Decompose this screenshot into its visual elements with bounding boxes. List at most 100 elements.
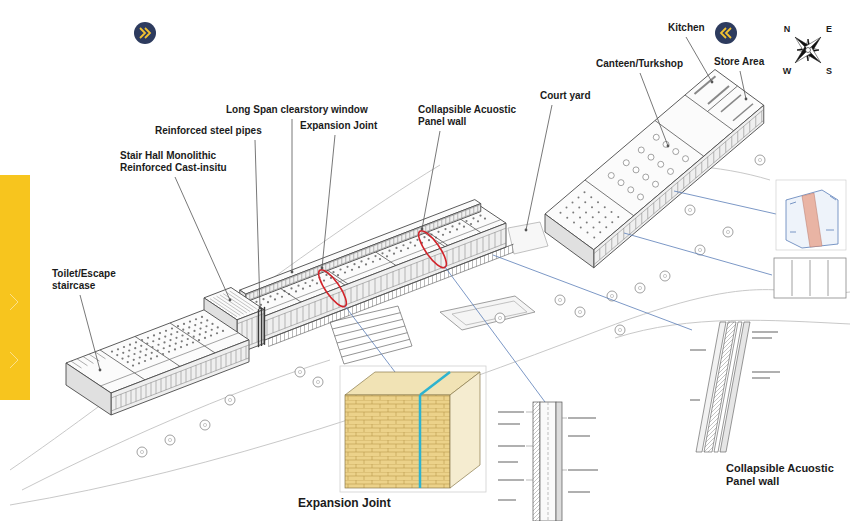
railing: [288, 331, 289, 339]
desk: [605, 216, 607, 218]
railing: [384, 294, 385, 302]
expansion-joint-detail: [420, 372, 450, 488]
partition-wall: [708, 86, 738, 112]
canteen-window: [647, 208, 648, 219]
desk: [585, 211, 587, 213]
desk: [572, 202, 574, 204]
block-window: [186, 369, 187, 382]
wall-section-detail: [526, 412, 567, 480]
wing-window: [429, 258, 430, 273]
wing-window: [285, 313, 286, 328]
desk: [186, 344, 188, 346]
desk: [158, 338, 160, 340]
railing: [364, 302, 365, 310]
wall-panel-detail: [790, 196, 836, 232]
detail-leader: [624, 233, 772, 275]
stair-tread: [220, 295, 247, 313]
nav-icon: [134, 22, 156, 44]
block-window: [146, 385, 147, 398]
tree: [228, 398, 231, 401]
clerestory-window: [393, 238, 394, 244]
railing: [268, 338, 269, 346]
stair-tread: [227, 292, 254, 310]
callout-label: Court yard: [540, 90, 591, 102]
desk: [416, 239, 418, 241]
railing: [436, 274, 437, 282]
toilet-cubicle: [89, 354, 100, 361]
desk: [116, 354, 118, 356]
wing-window: [273, 318, 274, 333]
clerestory-window: [473, 207, 474, 213]
railing: [448, 269, 449, 277]
desk: [409, 241, 411, 243]
tree: [316, 380, 319, 383]
railing: [484, 255, 485, 263]
courtyard: [508, 222, 548, 254]
wing-window: [267, 320, 268, 335]
desk: [597, 201, 599, 203]
dining-table: [633, 167, 639, 173]
partition-wall: [685, 95, 734, 131]
store-shelf: [721, 95, 741, 112]
desk: [156, 355, 158, 357]
railing: [372, 298, 373, 306]
tree: [688, 208, 691, 211]
railing: [472, 260, 473, 268]
desk: [458, 223, 460, 225]
railing: [512, 245, 513, 253]
block-window: [246, 346, 247, 359]
desk: [176, 331, 178, 333]
desk: [193, 330, 195, 332]
wing-window: [291, 311, 292, 326]
desk: [187, 338, 189, 340]
callout-label: Collapsible Acuostic Panel wall: [418, 104, 538, 128]
desk: [444, 228, 446, 230]
desk: [183, 323, 185, 325]
desk: [386, 255, 388, 257]
canteen-window: [599, 249, 600, 260]
leader-line: [322, 135, 335, 268]
toilet-cubicle: [83, 356, 94, 363]
desk: [611, 221, 613, 223]
desk: [599, 221, 601, 223]
site-outline: [10, 290, 850, 505]
railing: [380, 295, 381, 303]
desk: [311, 279, 313, 281]
canteen-window: [653, 203, 654, 214]
desk: [189, 320, 191, 322]
desk: [274, 298, 276, 300]
desk: [393, 253, 395, 255]
desk: [295, 290, 297, 292]
clerestory-window: [309, 270, 310, 276]
clerestory-window: [289, 278, 290, 284]
wing-window: [381, 276, 382, 291]
clerestory-window: [365, 249, 366, 255]
clerestory-window: [445, 218, 446, 224]
desk: [165, 330, 167, 332]
wing-window: [489, 235, 490, 250]
wall-section-detail: [498, 412, 598, 500]
railing: [340, 311, 341, 319]
toilet-cubicle: [71, 361, 82, 368]
desk: [201, 316, 203, 318]
callout-label: Expansion Joint: [298, 496, 391, 510]
nav-icon: [140, 28, 150, 38]
dining-table: [648, 154, 654, 160]
side-bar: [0, 175, 30, 400]
site-outline: [10, 165, 850, 505]
wall-panel-detail: [802, 193, 822, 247]
clerestory-window: [461, 212, 462, 218]
clerestory: [240, 200, 481, 294]
railing: [344, 309, 345, 317]
canteen-window: [641, 213, 642, 224]
tree: [498, 316, 501, 319]
desk: [117, 348, 119, 350]
desk: [199, 333, 201, 335]
desk: [262, 298, 264, 300]
desk: [593, 226, 595, 228]
clerestory-window: [401, 235, 402, 241]
canteen-window: [695, 167, 696, 178]
tree: [203, 423, 206, 426]
desk: [210, 334, 212, 336]
